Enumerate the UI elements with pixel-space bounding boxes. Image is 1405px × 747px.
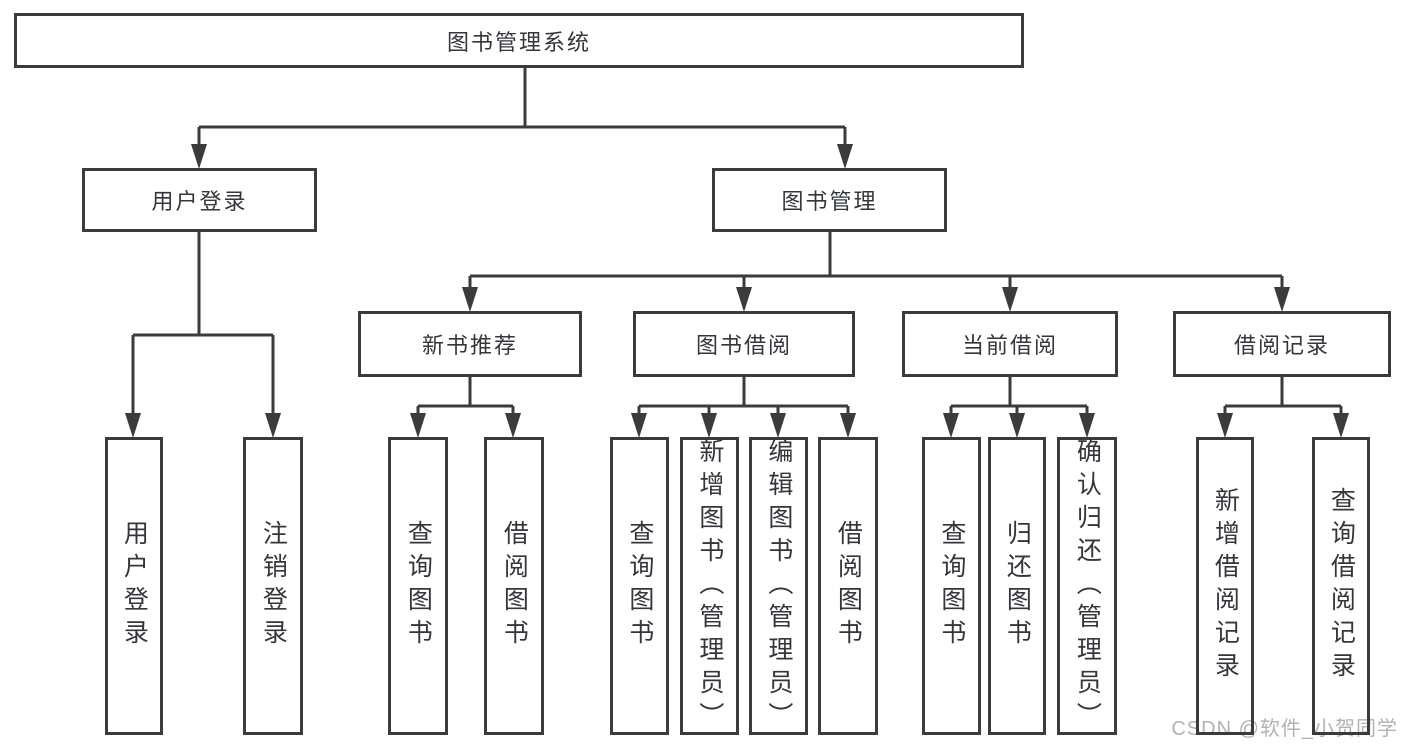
leaf-label: 查询图书 (625, 520, 654, 652)
leaf-borrow-books-recommend: 借阅图书 (484, 437, 544, 735)
node-label: 当前借阅 (961, 333, 1058, 358)
node-borrowing-records: 借阅记录 (1173, 311, 1391, 377)
node-label: 用户登录 (151, 189, 248, 214)
node-label: 图书管理系统 (446, 29, 591, 55)
leaf-label: 确认归还（管理员） (1073, 437, 1102, 735)
node-label: 借阅记录 (1233, 333, 1330, 358)
leaf-label: 归还图书 (1003, 520, 1032, 652)
leaf-label: 查询图书 (937, 520, 966, 652)
leaf-label: 注销登录 (259, 520, 288, 652)
leaf-borrow-books-borrow: 借阅图书 (818, 437, 878, 735)
node-user-login: 用户登录 (82, 168, 317, 232)
leaf-label: 借阅图书 (500, 520, 529, 652)
csdn-watermark: CSDN @软件_小贺同学 (1171, 718, 1398, 740)
leaf-return-books: 归还图书 (988, 437, 1046, 735)
node-current-borrowing: 当前借阅 (902, 311, 1118, 377)
node-book-borrowing: 图书借阅 (633, 311, 855, 377)
leaf-user-login: 用户登录 (105, 437, 163, 735)
leaf-label: 查询借阅记录 (1327, 487, 1356, 685)
leaf-label: 用户登录 (120, 520, 149, 652)
leaf-label: 借阅图书 (834, 520, 863, 652)
node-label: 图书借阅 (695, 333, 792, 358)
leaf-label: 新增图书（管理员） (695, 437, 724, 735)
leaf-query-books-recommend: 查询图书 (388, 437, 448, 735)
node-label: 新书推荐 (421, 333, 518, 358)
leaf-label: 查询图书 (404, 520, 433, 652)
node-book-management: 图书管理 (712, 168, 947, 232)
node-label: 图书管理 (781, 189, 878, 214)
leaf-label: 编辑图书（管理员） (764, 437, 793, 735)
leaf-query-books-borrow: 查询图书 (610, 437, 669, 735)
leaf-label: 新增借阅记录 (1211, 487, 1240, 685)
node-new-book-recommendation: 新书推荐 (358, 311, 582, 377)
leaf-add-books-admin: 新增图书（管理员） (680, 437, 739, 735)
leaf-query-borrow-record: 查询借阅记录 (1312, 437, 1370, 735)
leaf-add-borrow-record: 新增借阅记录 (1196, 437, 1254, 735)
node-library-management-system: 图书管理系统 (14, 13, 1024, 68)
leaf-edit-books-admin: 编辑图书（管理员） (749, 437, 808, 735)
leaf-confirm-return-admin: 确认归还（管理员） (1057, 437, 1117, 735)
leaf-query-books-current: 查询图书 (922, 437, 981, 735)
leaf-logout: 注销登录 (243, 437, 303, 735)
